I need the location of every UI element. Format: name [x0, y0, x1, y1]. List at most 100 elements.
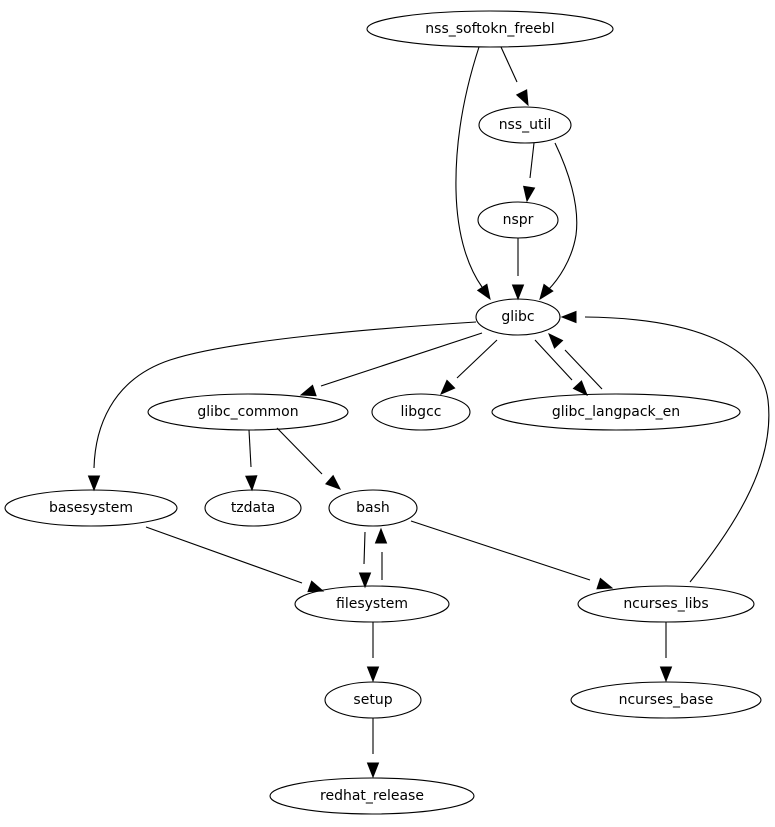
edge-line: [276, 427, 323, 475]
edge-line: [145, 526, 303, 584]
node-shape: [366, 10, 614, 48]
arrowhead-icon: [299, 384, 317, 397]
edge-line: [93, 321, 477, 469]
node-label: setup: [353, 692, 392, 708]
edge-line: [410, 520, 591, 581]
edge-glibc-to-basesystem: [87, 321, 477, 492]
node-nss-softokn-freebl[interactable]: nss_softokn_freebl: [366, 10, 614, 48]
node-label: tzdata: [231, 500, 275, 516]
node-setup[interactable]: setup: [324, 681, 422, 719]
node-label: glibc_common: [197, 404, 298, 420]
arrowhead-icon: [515, 89, 529, 107]
node-label: glibc: [501, 309, 534, 325]
node-label: basesystem: [49, 500, 133, 516]
node-basesystem[interactable]: basesystem: [4, 489, 178, 527]
edges-layer: [87, 46, 770, 779]
node-nss-util[interactable]: nss_util: [478, 106, 572, 144]
edge-glibc-to-libgcc: [440, 339, 498, 395]
node-label: filesystem: [336, 596, 408, 612]
node-shape: [477, 201, 559, 239]
arrowhead-icon: [560, 310, 577, 324]
arrowhead-icon: [539, 283, 554, 301]
arrowhead-icon: [596, 577, 614, 590]
arrowhead-icon: [366, 762, 380, 779]
node-label: ncurses_base: [619, 692, 714, 708]
node-ncurses-base[interactable]: ncurses_base: [570, 681, 762, 719]
arrowhead-icon: [511, 284, 525, 301]
edge-nss-softokn-freebl-to-nss-util: [500, 46, 529, 107]
edge-line: [500, 46, 518, 83]
arrowhead-icon: [87, 475, 101, 492]
edge-line: [584, 316, 770, 583]
arrowhead-icon: [366, 666, 380, 683]
edge-line: [248, 429, 252, 468]
edge-line: [455, 46, 483, 288]
arrowhead-icon: [659, 666, 673, 683]
edge-nss-util-to-nspr: [523, 142, 536, 203]
node-label: nspr: [503, 212, 534, 228]
edge-bash-to-ncurses-libs: [410, 520, 614, 590]
node-shape: [371, 393, 471, 431]
arrowhead-icon: [440, 379, 456, 395]
node-glibc[interactable]: glibc: [475, 298, 561, 336]
node-ncurses-libs[interactable]: ncurses_libs: [577, 585, 755, 623]
edge-line: [529, 142, 535, 179]
node-shape: [147, 393, 349, 431]
node-shape: [324, 681, 422, 719]
node-tzdata[interactable]: tzdata: [204, 489, 302, 527]
edge-basesystem-to-filesystem: [145, 526, 325, 593]
edge-bash-to-filesystem: [358, 531, 372, 589]
edge-ncurses-libs-to-ncurses-base: [659, 622, 673, 683]
node-nspr[interactable]: nspr: [477, 201, 559, 239]
node-shape: [269, 777, 475, 815]
arrowhead-icon: [476, 283, 491, 301]
edge-nspr-to-glibc: [511, 238, 525, 301]
node-shape: [577, 585, 755, 623]
arrowhead-icon: [245, 475, 258, 492]
arrowhead-icon: [325, 474, 342, 490]
node-libgcc[interactable]: libgcc: [371, 393, 471, 431]
node-label: nss_util: [499, 117, 552, 133]
node-label: libgcc: [401, 404, 442, 420]
edge-filesystem-to-bash: [374, 527, 388, 580]
arrowhead-icon: [358, 572, 372, 589]
edge-filesystem-to-setup: [366, 622, 380, 683]
node-shape: [475, 298, 561, 336]
edge-glibc-to-glibc-langpack-en: [534, 339, 588, 397]
node-shape: [328, 489, 418, 527]
node-shape: [294, 585, 450, 623]
arrowhead-icon: [374, 527, 388, 544]
node-label: nss_softokn_freebl: [425, 21, 554, 37]
edge-line: [547, 142, 578, 291]
arrowhead-icon: [523, 185, 536, 203]
node-shape: [204, 489, 302, 527]
node-label: bash: [356, 500, 390, 516]
edge-glibc-langpack-en-to-glibc: [548, 332, 603, 390]
edge-line: [564, 349, 603, 390]
edge-line: [456, 339, 498, 379]
node-label: ncurses_libs: [623, 596, 708, 612]
edge-line: [363, 531, 366, 565]
node-glibc-common[interactable]: glibc_common: [147, 393, 349, 431]
node-glibc-langpack-en[interactable]: glibc_langpack_en: [491, 393, 741, 431]
node-redhat-release[interactable]: redhat_release: [269, 777, 475, 815]
node-bash[interactable]: bash: [328, 489, 418, 527]
edge-line: [534, 339, 573, 381]
edge-line: [320, 332, 483, 387]
node-shape: [478, 106, 572, 144]
edge-setup-to-redhat-release: [366, 718, 380, 779]
node-shape: [4, 489, 178, 527]
edge-nss-softokn-freebl-to-glibc: [455, 46, 491, 301]
node-label: redhat_release: [320, 788, 424, 804]
edge-glibc-to-glibc-common: [299, 332, 483, 397]
node-shape: [570, 681, 762, 719]
arrowhead-icon: [548, 332, 564, 349]
edge-ncurses-libs-to-glibc: [560, 310, 770, 583]
node-filesystem[interactable]: filesystem: [294, 585, 450, 623]
edge-glibc-common-to-tzdata: [245, 429, 258, 492]
node-label: glibc_langpack_en: [552, 404, 680, 420]
node-shape: [491, 393, 741, 431]
arrowhead-icon: [572, 380, 588, 397]
